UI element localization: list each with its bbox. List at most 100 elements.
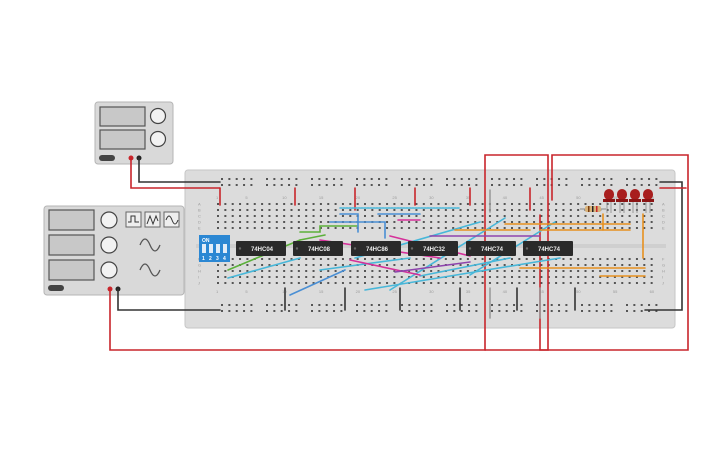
- breadboard-hole[interactable]: [333, 310, 336, 312]
- breadboard-hole[interactable]: [446, 184, 448, 186]
- breadboard-hole[interactable]: [599, 264, 602, 266]
- breadboard-hole[interactable]: [356, 184, 358, 186]
- breadboard-hole[interactable]: [408, 215, 411, 217]
- breadboard-hole[interactable]: [635, 270, 638, 272]
- breadboard-hole[interactable]: [378, 270, 381, 272]
- breadboard-hole[interactable]: [349, 203, 352, 205]
- breadboard-hole[interactable]: [525, 215, 528, 217]
- breadboard-hole[interactable]: [610, 310, 613, 312]
- breadboard-hole[interactable]: [401, 310, 403, 312]
- breadboard-hole[interactable]: [606, 221, 609, 223]
- breadboard-hole[interactable]: [340, 178, 343, 180]
- breadboard-hole[interactable]: [446, 178, 448, 180]
- breadboard-hole[interactable]: [334, 215, 337, 217]
- breadboard-hole[interactable]: [422, 209, 425, 211]
- breadboard-hole[interactable]: [224, 215, 227, 217]
- breadboard-hole[interactable]: [491, 310, 493, 312]
- breadboard-hole[interactable]: [565, 178, 568, 180]
- breadboard-hole[interactable]: [422, 264, 425, 266]
- breadboard-hole[interactable]: [628, 221, 631, 223]
- breadboard-hole[interactable]: [562, 276, 565, 278]
- breadboard-hole[interactable]: [228, 310, 231, 312]
- breadboard-hole[interactable]: [275, 221, 278, 223]
- breadboard-hole[interactable]: [581, 310, 583, 312]
- breadboard-hole[interactable]: [341, 264, 344, 266]
- breadboard-hole[interactable]: [533, 258, 536, 260]
- breadboard-hole[interactable]: [401, 184, 403, 186]
- breadboard-hole[interactable]: [591, 258, 594, 260]
- breadboard-hole[interactable]: [217, 209, 219, 211]
- breadboard-hole[interactable]: [603, 310, 606, 312]
- breadboard-hole[interactable]: [327, 282, 330, 284]
- breadboard-hole[interactable]: [496, 282, 499, 284]
- breadboard-hole[interactable]: [621, 221, 624, 223]
- breadboard-hole[interactable]: [422, 270, 425, 272]
- breadboard-hole[interactable]: [261, 227, 264, 229]
- breadboard-hole[interactable]: [378, 264, 381, 266]
- breadboard-hole[interactable]: [533, 270, 536, 272]
- breadboard-hole[interactable]: [577, 209, 580, 211]
- breadboard-hole[interactable]: [543, 184, 546, 186]
- breadboard-hole[interactable]: [635, 258, 638, 260]
- breadboard-hole[interactable]: [305, 209, 308, 211]
- breadboard-hole[interactable]: [356, 178, 358, 180]
- breadboard-hole[interactable]: [533, 227, 536, 229]
- breadboard-hole[interactable]: [370, 304, 373, 306]
- breadboard-hole[interactable]: [231, 227, 234, 229]
- breadboard-hole[interactable]: [460, 178, 463, 180]
- breadboard-hole[interactable]: [633, 178, 636, 180]
- breadboard-hole[interactable]: [430, 276, 433, 278]
- breadboard-hole[interactable]: [356, 304, 358, 306]
- breadboard-hole[interactable]: [655, 310, 658, 312]
- breadboard-hole[interactable]: [648, 178, 651, 180]
- breadboard-hole[interactable]: [311, 184, 313, 186]
- breadboard-hole[interactable]: [555, 270, 558, 272]
- breadboard-hole[interactable]: [224, 270, 227, 272]
- breadboard-hole[interactable]: [356, 282, 359, 284]
- breadboard-hole[interactable]: [295, 304, 298, 306]
- breadboard-hole[interactable]: [648, 184, 651, 186]
- black-wire-dc-negative[interactable]: [138, 157, 221, 183]
- breadboard-hole[interactable]: [364, 276, 366, 278]
- breadboard-hole[interactable]: [595, 310, 598, 312]
- breadboard-hole[interactable]: [475, 178, 478, 180]
- breadboard-hole[interactable]: [334, 264, 337, 266]
- breadboard-hole[interactable]: [319, 203, 322, 205]
- breadboard-hole[interactable]: [577, 264, 580, 266]
- breadboard-hole[interactable]: [613, 276, 616, 278]
- breadboard-hole[interactable]: [312, 282, 315, 284]
- breadboard-hole[interactable]: [503, 276, 506, 278]
- breadboard-hole[interactable]: [536, 304, 538, 306]
- breadboard-hole[interactable]: [243, 304, 246, 306]
- breadboard-hole[interactable]: [415, 178, 418, 180]
- breadboard-hole[interactable]: [386, 276, 389, 278]
- breadboard-hole[interactable]: [437, 270, 440, 272]
- breadboard-hole[interactable]: [273, 178, 276, 180]
- breadboard-hole[interactable]: [513, 304, 516, 306]
- breadboard-hole[interactable]: [481, 264, 484, 266]
- breadboard-hole[interactable]: [217, 227, 219, 229]
- breadboard-hole[interactable]: [577, 282, 580, 284]
- breadboard-hole[interactable]: [613, 270, 616, 272]
- breadboard-hole[interactable]: [430, 282, 433, 284]
- breadboard-hole[interactable]: [261, 215, 264, 217]
- breadboard-hole[interactable]: [280, 178, 283, 180]
- green-wire-3[interactable]: [299, 234, 326, 241]
- breadboard-hole[interactable]: [246, 276, 249, 278]
- breadboard-hole[interactable]: [511, 227, 513, 229]
- breadboard-hole[interactable]: [224, 203, 227, 205]
- breadboard-hole[interactable]: [297, 221, 300, 223]
- breadboard-hole[interactable]: [334, 203, 337, 205]
- breadboard-hole[interactable]: [648, 304, 651, 306]
- breadboard-hole[interactable]: [268, 209, 271, 211]
- breadboard-hole[interactable]: [444, 258, 447, 260]
- breadboard-hole[interactable]: [312, 209, 315, 211]
- breadboard-hole[interactable]: [378, 282, 381, 284]
- breadboard-hole[interactable]: [228, 178, 231, 180]
- breadboard-hole[interactable]: [577, 276, 580, 278]
- breadboard-hole[interactable]: [356, 209, 359, 211]
- breadboard-hole[interactable]: [246, 203, 249, 205]
- breadboard-hole[interactable]: [550, 310, 553, 312]
- breadboard-hole[interactable]: [488, 264, 491, 266]
- breadboard-hole[interactable]: [341, 215, 344, 217]
